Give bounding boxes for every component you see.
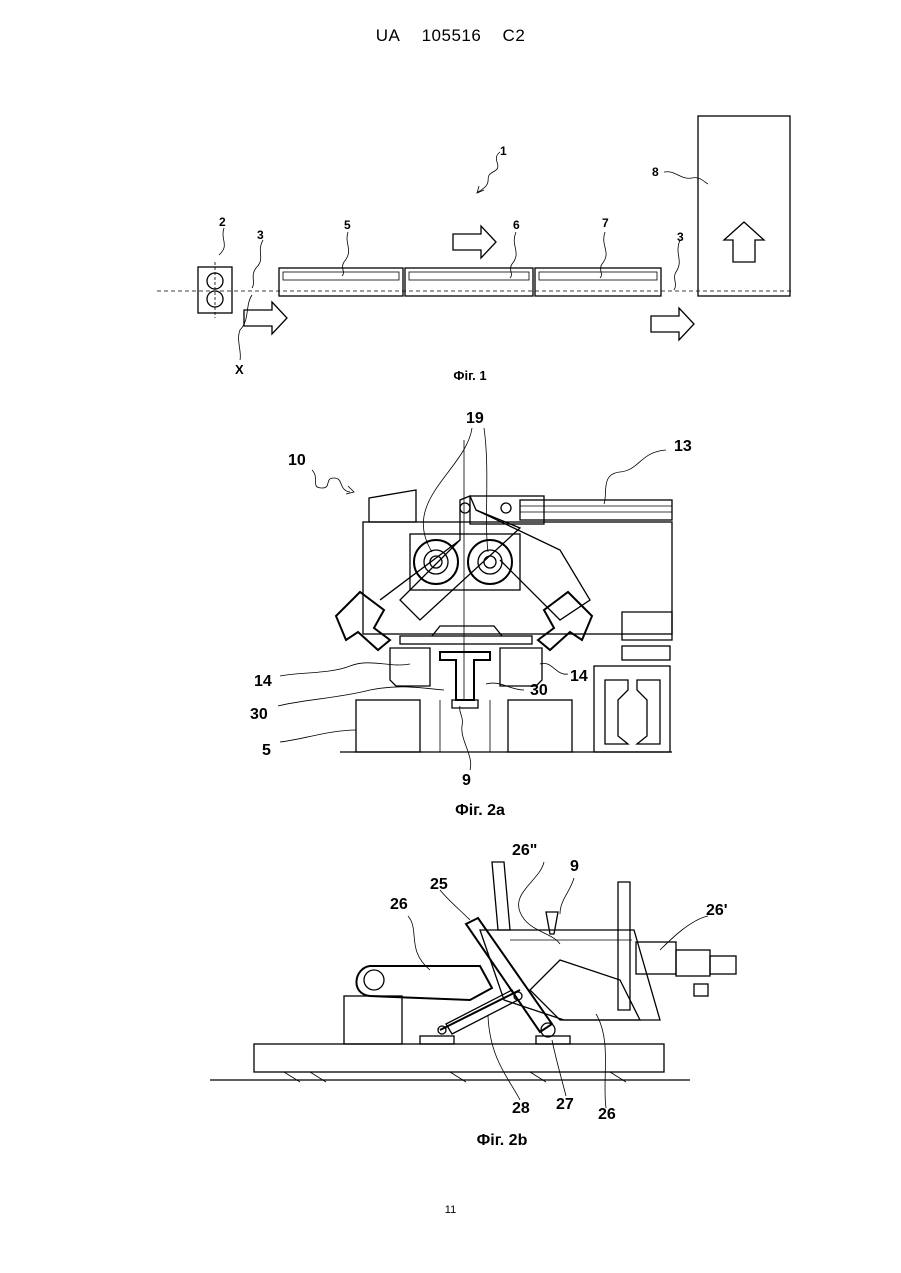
label-gripper-left: 14 [254, 673, 272, 691]
label-lever: 25 [430, 876, 448, 894]
figure-2a-caption: Фіг. 2a [430, 802, 530, 820]
figure-1-caption: Фіг. 1 [420, 368, 520, 383]
label-cylinder-28: 28 [512, 1100, 530, 1118]
right-arrow-icon [651, 308, 694, 340]
figure-2a-machine [336, 440, 672, 752]
figure-2b-caption: Фіг. 2b [452, 1132, 552, 1150]
label-rail-9b: 9 [570, 858, 579, 876]
label-device: 10 [288, 452, 306, 470]
page-number: 11 [0, 1204, 901, 1216]
label-section-b: 6 [513, 218, 520, 232]
label-rollers-19: 19 [466, 410, 484, 428]
label-arm: 26 [390, 896, 408, 914]
label-section-a: 5 [344, 218, 351, 232]
label-conveyor: 5 [262, 742, 271, 760]
label-arm-lower: 26 [598, 1106, 616, 1124]
up-arrow-icon [724, 222, 764, 262]
figure-2b-machine [210, 862, 736, 1082]
right-arrow-icon [244, 302, 287, 334]
label-storage: 8 [652, 165, 659, 179]
storage-8 [698, 116, 790, 296]
label-system: 1 [500, 144, 507, 158]
label-gripper-right: 14 [570, 668, 588, 686]
label-section-c: 7 [602, 216, 609, 230]
label-rollers: 2 [219, 215, 226, 229]
label-prime: 26' [706, 902, 728, 920]
label-stop-right: 30 [530, 682, 548, 700]
label-stop-left: 30 [250, 706, 268, 724]
label-pivot: 27 [556, 1096, 574, 1114]
right-arrow-icon [453, 226, 496, 258]
label-rail-out: 3 [677, 230, 684, 244]
label-rail-in: 3 [257, 228, 264, 242]
label-double-prime: 26" [512, 842, 537, 860]
label-rail-9: 9 [462, 772, 471, 790]
label-axis: X [235, 362, 244, 377]
label-cylinder: 13 [674, 438, 692, 456]
